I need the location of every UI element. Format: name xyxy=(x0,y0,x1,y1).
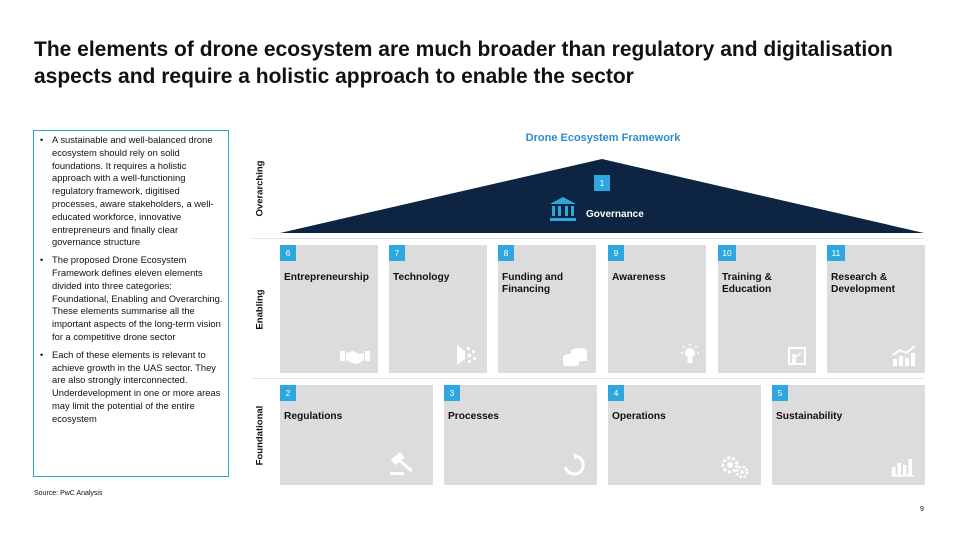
element-label: Regulations xyxy=(284,411,343,422)
element-label: Technology xyxy=(393,272,450,283)
row-label-enabling: Enabling xyxy=(254,289,266,330)
element-label: Awareness xyxy=(612,272,666,283)
element-number-badge: 9 xyxy=(608,245,624,261)
element-card-awareness: 9 Awareness xyxy=(608,245,706,373)
row-label-overarching: Overarching xyxy=(254,160,266,217)
element-card-research: 11 Research & Development xyxy=(827,245,925,373)
element-number-badge: 2 xyxy=(280,385,296,401)
bullet-item: A sustainable and well-balanced drone ec… xyxy=(40,134,224,249)
row-divider xyxy=(252,238,924,239)
element-number-badge: 4 xyxy=(608,385,624,401)
bar-chart-icon xyxy=(891,459,914,477)
element-number-badge: 3 xyxy=(444,385,460,401)
element-number-badge: 10 xyxy=(718,245,736,261)
element-card-regulations: 2 Regulations xyxy=(280,385,433,485)
element-label: Training & Education xyxy=(722,272,772,295)
bullet-item: Each of these elements is relevant to ac… xyxy=(40,349,224,426)
element-label: Entrepreneurship xyxy=(284,272,369,283)
element-card-technology: 7 Technology xyxy=(389,245,487,373)
element-card-processes: 3 Processes xyxy=(444,385,597,485)
growth-chart-icon xyxy=(892,345,916,366)
element-label: Sustainability xyxy=(776,411,843,422)
element-card-sustainability: 5 Sustainability xyxy=(772,385,925,485)
row-divider xyxy=(252,378,924,379)
bullet-item: The proposed Drone Ecosystem Framework d… xyxy=(40,254,224,344)
element-card-training: 10 Training & Education xyxy=(718,245,816,373)
element-card-operations: 4 Operations xyxy=(608,385,761,485)
element-number-badge: 11 xyxy=(827,245,845,261)
element-number-badge: 7 xyxy=(389,245,405,261)
bank-icon xyxy=(550,197,576,221)
source-note: Source: PwC Analysis xyxy=(34,490,103,497)
element-label: Operations xyxy=(612,411,666,422)
governance-roof xyxy=(280,159,924,233)
cycle-icon xyxy=(564,453,585,476)
lightbulb-icon xyxy=(681,344,699,363)
element-number-badge: 8 xyxy=(498,245,514,261)
element-label: Funding and Financing xyxy=(502,272,564,295)
governance-number-badge: 1 xyxy=(594,175,610,191)
gears-icon xyxy=(721,456,749,479)
presentation-icon xyxy=(788,347,806,365)
governance-label: Governance xyxy=(586,209,644,220)
element-label: Processes xyxy=(448,411,499,422)
slide-title: The elements of drone ecosystem are much… xyxy=(34,38,893,88)
element-card-entrepreneurship: 6 Entrepreneurship xyxy=(280,245,378,373)
element-number-badge: 5 xyxy=(772,385,788,401)
summary-textbox: A sustainable and well-balanced drone ec… xyxy=(33,130,229,477)
coins-icon xyxy=(563,348,587,367)
technology-icon xyxy=(457,345,476,365)
handshake-icon xyxy=(340,351,370,364)
framework-title: Drone Ecosystem Framework xyxy=(525,132,681,144)
page-number: 9 xyxy=(920,506,924,513)
summary-bullets: A sustainable and well-balanced drone ec… xyxy=(38,134,224,426)
element-number-badge: 6 xyxy=(280,245,296,261)
element-card-funding: 8 Funding and Financing xyxy=(498,245,596,373)
gavel-icon xyxy=(390,452,413,475)
element-label: Research & Development xyxy=(831,272,895,295)
row-label-foundational: Foundational xyxy=(254,405,266,466)
